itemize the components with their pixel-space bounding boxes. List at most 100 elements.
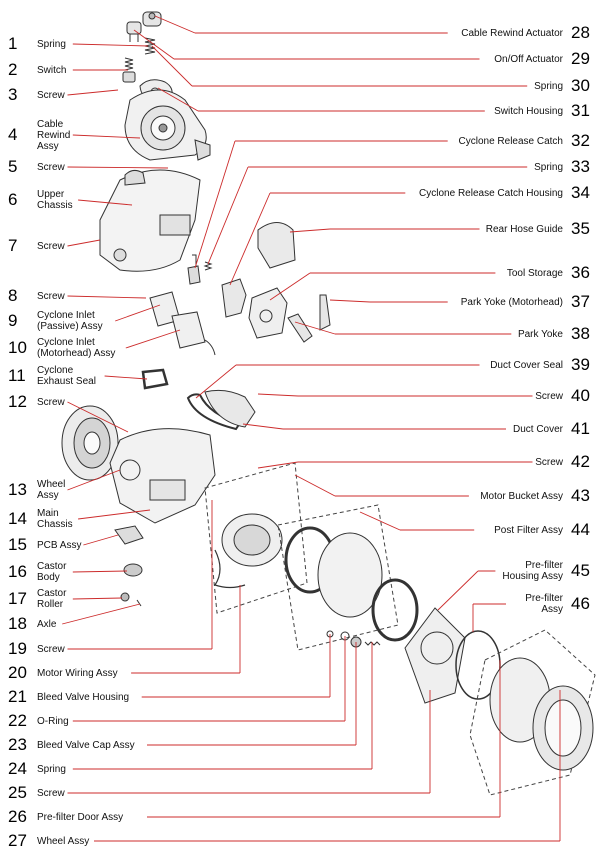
cable-rewind-assy-drawing [124,89,211,161]
prefilter-door-wheel-group [469,629,596,796]
part-number-41: 41 [571,419,590,438]
cyclone-release-catch-drawing [187,254,201,285]
wheel-assy-left-drawing [61,405,119,481]
part-number-4: 4 [8,125,18,144]
tool-storage-drawing [248,287,288,339]
leader-line-18 [62,603,141,625]
leader-line-45-b [437,570,479,611]
part-number-30: 30 [571,76,590,95]
part-number-27: 27 [8,831,27,850]
part-label-31: Switch Housing [494,105,563,117]
part-number-38: 38 [571,324,590,343]
upper-chassis-drawing [99,169,201,272]
part-label-8: Screw [37,290,65,302]
part-number-44: 44 [571,520,590,539]
cable-rewind-actuator-drawing [142,11,162,27]
part-number-39: 39 [571,355,590,374]
part-label-22: O-Ring [37,715,69,727]
part-number-11: 11 [8,366,26,385]
leader-line-41-b [242,423,284,430]
leader-line-14 [78,509,151,520]
duct-cover-drawing [204,389,256,428]
post-filter-group [277,504,419,651]
part-number-42: 42 [571,452,590,471]
leader-line-8 [67,295,147,299]
part-number-31: 31 [571,101,590,120]
cyclone-release-catch-housing-drawing [221,278,247,318]
rear-hose-guide-drawing [257,222,296,269]
part-label-41: Duct Cover [512,423,563,435]
part-number-28: 28 [571,23,590,42]
part-label-25: Screw [37,787,65,799]
part-number-24: 24 [8,759,27,778]
part-label-42: Screw [535,456,563,468]
leader-line-40-b [257,393,299,397]
leader-line-42-b [257,461,299,469]
part-label-37: Park Yoke (Motorhead) [460,296,563,308]
part-number-34: 34 [571,183,590,202]
part-number-6: 6 [8,190,18,209]
part-number-33: 33 [571,157,590,176]
part-number-25: 25 [8,783,27,802]
leader-line-44-b [359,511,401,531]
part-number-21: 21 [8,687,27,706]
part-number-14: 14 [8,509,27,528]
leader-line-28-b [154,15,196,34]
leader-line-3 [67,89,119,96]
part-label-35: Rear Hose Guide [485,223,563,235]
part-label-23: Bleed Valve Cap Assy [37,739,135,751]
part-number-40: 40 [571,386,590,405]
leader-line-30-b [151,45,193,87]
part-label-26: Pre-filter Door Assy [37,811,124,823]
part-label-5: Screw [37,161,65,173]
leader-line-6 [78,199,133,206]
leader-line-12 [67,401,129,433]
part-label-28: Cable Rewind Actuator [461,27,563,39]
part-label-34: Cyclone Release Catch Housing [419,187,563,199]
part-number-9: 9 [8,311,18,330]
part-number-2: 2 [8,60,18,79]
pre-filter-housing-drawing [404,607,466,704]
part-label-40: Screw [535,390,563,402]
leader-line-7 [67,239,101,247]
castor-body-drawing [123,563,143,577]
leader-line-1 [72,43,149,47]
part-number-13: 13 [8,480,27,499]
part-label-18: Axle [37,618,57,630]
leader-line-4 [72,134,141,139]
castor-roller-drawing [120,592,130,602]
cyclone-inlet-motorhead-drawing [171,311,216,356]
part-label-43: Motor Bucket Assy [480,490,563,502]
part-label-20: Motor Wiring Assy [37,667,118,679]
part-label-3: Screw [37,89,65,101]
switch-drawing [122,57,136,83]
part-number-37: 37 [571,292,590,311]
part-number-3: 3 [8,85,18,104]
leader-line-38-b [294,321,336,335]
leader-line-16 [72,570,128,573]
part-label-12: Screw [37,396,65,408]
part-label-24: Spring [37,763,66,775]
part-label-32: Cyclone Release Catch [458,135,564,147]
leader-line-13 [67,469,121,491]
part-number-29: 29 [571,49,590,68]
part-number-17: 17 [8,589,27,608]
part-number-10: 10 [8,338,27,357]
axle-drawing [136,599,142,607]
part-label-15: PCB Assy [37,539,82,551]
part-number-7: 7 [8,236,18,255]
part-number-20: 20 [8,663,27,682]
part-label-38: Park Yoke [517,328,563,340]
leader-line-37-b [329,299,371,303]
catch-spring-drawing [203,261,213,271]
part-number-32: 32 [571,131,590,150]
